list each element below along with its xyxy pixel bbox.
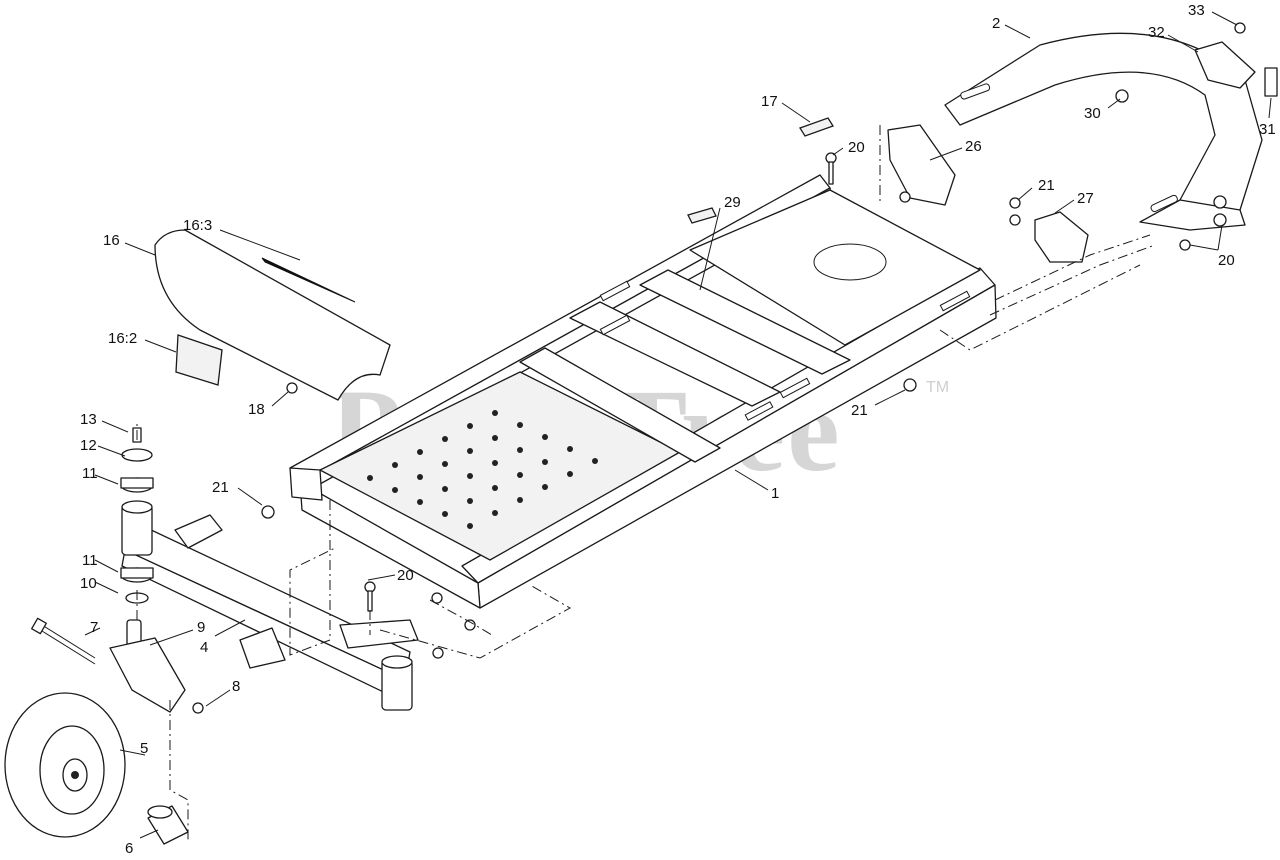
front-axle[interactable]	[121, 500, 419, 711]
callout-26[interactable]: 26	[965, 138, 982, 155]
callout-20-a[interactable]: 20	[848, 139, 865, 156]
callout-21-a[interactable]: 21	[212, 479, 229, 496]
bracket-32[interactable]	[1194, 41, 1256, 89]
callout-12[interactable]: 12	[80, 437, 97, 454]
spacer[interactable]	[147, 805, 189, 845]
leader-lines	[84, 11, 1272, 839]
floor-holes	[367, 410, 598, 529]
callout-6[interactable]: 6	[125, 840, 133, 857]
callout-32[interactable]: 32	[1148, 24, 1165, 41]
callout-18[interactable]: 18	[248, 401, 265, 418]
callout-16[interactable]: 16	[103, 232, 120, 249]
callout-27[interactable]: 27	[1077, 190, 1094, 207]
bracket-27[interactable]	[1034, 211, 1089, 263]
seat-cover[interactable]	[154, 229, 391, 401]
callout-10[interactable]: 10	[80, 575, 97, 592]
callout-11-upper[interactable]: 11	[82, 465, 98, 482]
label-29	[687, 207, 717, 224]
callout-4[interactable]: 4	[200, 639, 208, 656]
callout-7[interactable]: 7	[90, 619, 98, 636]
callout-5[interactable]: 5	[140, 740, 148, 757]
callout-20-b[interactable]: 20	[397, 567, 414, 584]
callout-8[interactable]: 8	[232, 678, 240, 695]
callout-20-c[interactable]: 20	[1218, 252, 1235, 269]
callout-17[interactable]: 17	[761, 93, 778, 110]
callout-31[interactable]: 31	[1259, 121, 1276, 138]
callout-33[interactable]: 33	[1188, 2, 1205, 19]
decal-17	[799, 117, 834, 137]
assembly-lines	[136, 125, 1156, 840]
callout-11-lower[interactable]: 11	[82, 552, 98, 569]
axle-bolt[interactable]	[31, 617, 97, 665]
watermark-trademark: TM	[926, 379, 949, 396]
callout-21-c[interactable]: 21	[1038, 177, 1055, 194]
callout-2[interactable]: 2	[992, 15, 1000, 32]
main-frame[interactable]	[289, 174, 997, 609]
caster-fork[interactable]	[109, 619, 186, 713]
caster-wheel[interactable]	[4, 692, 126, 838]
callout-1[interactable]: 1	[771, 485, 779, 502]
decal-31	[1264, 67, 1278, 97]
callout-16-3[interactable]: 16:3	[183, 217, 212, 234]
callouts: 1 2 4 5 6 7 8 9 10 11 11 12 13 16 16:2 1…	[80, 2, 1276, 857]
callout-30[interactable]: 30	[1084, 105, 1101, 122]
bracket-26[interactable]	[887, 124, 956, 206]
callout-13[interactable]: 13	[80, 411, 97, 428]
callout-21-b[interactable]: 21	[851, 402, 868, 419]
callout-16-2[interactable]: 16:2	[108, 330, 137, 347]
callout-29[interactable]: 29	[724, 194, 741, 211]
callout-9[interactable]: 9	[197, 619, 205, 636]
